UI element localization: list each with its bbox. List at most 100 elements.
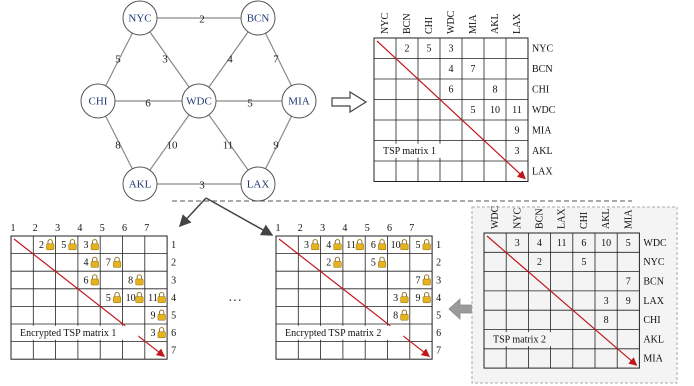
matrix-cell-value: 7	[415, 275, 420, 286]
column-label: 2	[33, 223, 38, 234]
city-node	[240, 166, 276, 202]
matrix-cell-value: 3	[393, 293, 398, 304]
matrix-cell-value: 6	[581, 238, 586, 249]
column-label: 6	[122, 223, 127, 234]
row-label: CHI	[643, 315, 660, 326]
column-label: 5	[100, 223, 105, 234]
matrix-cell-value: 8	[128, 275, 133, 286]
matrix-cell-value: 8	[393, 310, 398, 321]
matrix-caption: Encrypted TSP matrix 2	[285, 328, 381, 339]
matrix-cell-value: 8	[493, 85, 498, 96]
edge-weight: 3	[199, 180, 205, 192]
matrix-cell-value: 9	[626, 296, 631, 307]
lock-icon	[311, 239, 320, 251]
matrix-cell-value: 11	[346, 240, 356, 251]
matrix-border	[373, 37, 529, 182]
matrix-cell-value: 5	[61, 240, 66, 251]
row-label: BCN	[532, 64, 553, 75]
column-label: 5	[365, 223, 370, 234]
matrix-cell-value: 5	[371, 258, 376, 269]
lock-icon	[333, 256, 342, 268]
lock-icon	[378, 239, 387, 251]
row-label: 4	[171, 293, 176, 304]
row-label: AKL	[532, 146, 553, 157]
column-label: 3	[320, 223, 325, 234]
matrix-cell-value: 4	[537, 238, 542, 249]
lock-icon	[157, 309, 166, 321]
row-label: 6	[171, 328, 176, 339]
diagonal-arrow	[278, 238, 431, 357]
column-label: AKL	[601, 208, 612, 229]
matrix-cell-value: 3	[449, 44, 454, 55]
lock-icon	[157, 327, 166, 339]
matrix-caption: TSP matrix 1	[383, 146, 436, 157]
matrix-cell-value: 3	[515, 146, 520, 157]
hollow-arrow-icon	[331, 90, 368, 114]
caption-bg	[16, 325, 139, 340]
city-node	[80, 83, 116, 119]
column-label: 7	[409, 223, 414, 234]
matrix-caption: Encrypted TSP matrix 1	[20, 328, 116, 339]
column-label: NYC	[380, 13, 391, 34]
edge-weight: 8	[115, 140, 121, 152]
row-label: 1	[171, 240, 176, 251]
arrow-to-encrypted-1	[178, 197, 207, 228]
row-label: WDC	[643, 238, 667, 249]
edge-weight: 11	[223, 140, 234, 152]
lock-icon	[355, 239, 364, 251]
matrix-cell-value: 7	[106, 258, 111, 269]
edge-weight: 4	[227, 54, 233, 66]
matrix-cell-value: 11	[557, 238, 567, 249]
edge-weight: 3	[162, 54, 168, 66]
row-label: MIA	[643, 354, 663, 365]
lock-icon	[135, 291, 144, 303]
column-label: 1	[276, 223, 281, 234]
city-node	[240, 0, 276, 36]
column-label: 6	[387, 223, 392, 234]
arrow-to-encrypted-2	[205, 197, 274, 236]
matrix-border	[10, 235, 168, 360]
row-label: 2	[436, 258, 441, 269]
matrix-cell-value: 5	[471, 105, 476, 116]
matrix-cell-value: 3	[84, 240, 89, 251]
matrix-cell-value: 11	[512, 105, 522, 116]
row-label: NYC	[643, 257, 664, 268]
matrix-cell-value: 2	[326, 258, 331, 269]
edge-weight: 10	[167, 140, 179, 152]
row-label: AKL	[643, 334, 664, 345]
lock-icon	[333, 239, 342, 251]
city-node	[122, 166, 158, 202]
diagonal-arrow	[376, 40, 526, 180]
lock-icon	[422, 291, 431, 303]
lock-icon	[400, 309, 409, 321]
edge-weight: 5	[247, 98, 253, 110]
matrix-cell-value: 3	[304, 240, 309, 251]
column-label: 4	[342, 223, 347, 234]
lock-icon	[46, 239, 55, 251]
column-label: AKL	[490, 13, 501, 34]
matrix-cell-value: 6	[449, 85, 454, 96]
matrix-cell-value: 6	[371, 240, 376, 251]
row-label: 3	[171, 275, 176, 286]
city-node-label: AKL	[129, 179, 152, 191]
row-label: LAX	[532, 167, 553, 178]
lock-icon	[378, 256, 387, 268]
matrix-cell-value: 4	[84, 258, 89, 269]
matrix-cell-value: 6	[84, 275, 89, 286]
column-label: 4	[77, 223, 82, 234]
column-label: BCN	[535, 208, 546, 229]
lock-icon	[68, 239, 77, 251]
lock-icon	[422, 239, 431, 251]
row-label: CHI	[532, 85, 549, 96]
gray-arrow-icon	[448, 298, 475, 320]
matrix-cell-value: 3	[150, 328, 155, 339]
column-label: WDC	[490, 205, 501, 229]
city-node-label: WDC	[186, 96, 212, 108]
matrix-cell-value: 5	[415, 240, 420, 251]
edge-weight: 2	[199, 14, 205, 26]
column-label: 3	[55, 223, 60, 234]
row-label: 7	[171, 346, 176, 357]
column-label: CHI	[424, 17, 435, 34]
